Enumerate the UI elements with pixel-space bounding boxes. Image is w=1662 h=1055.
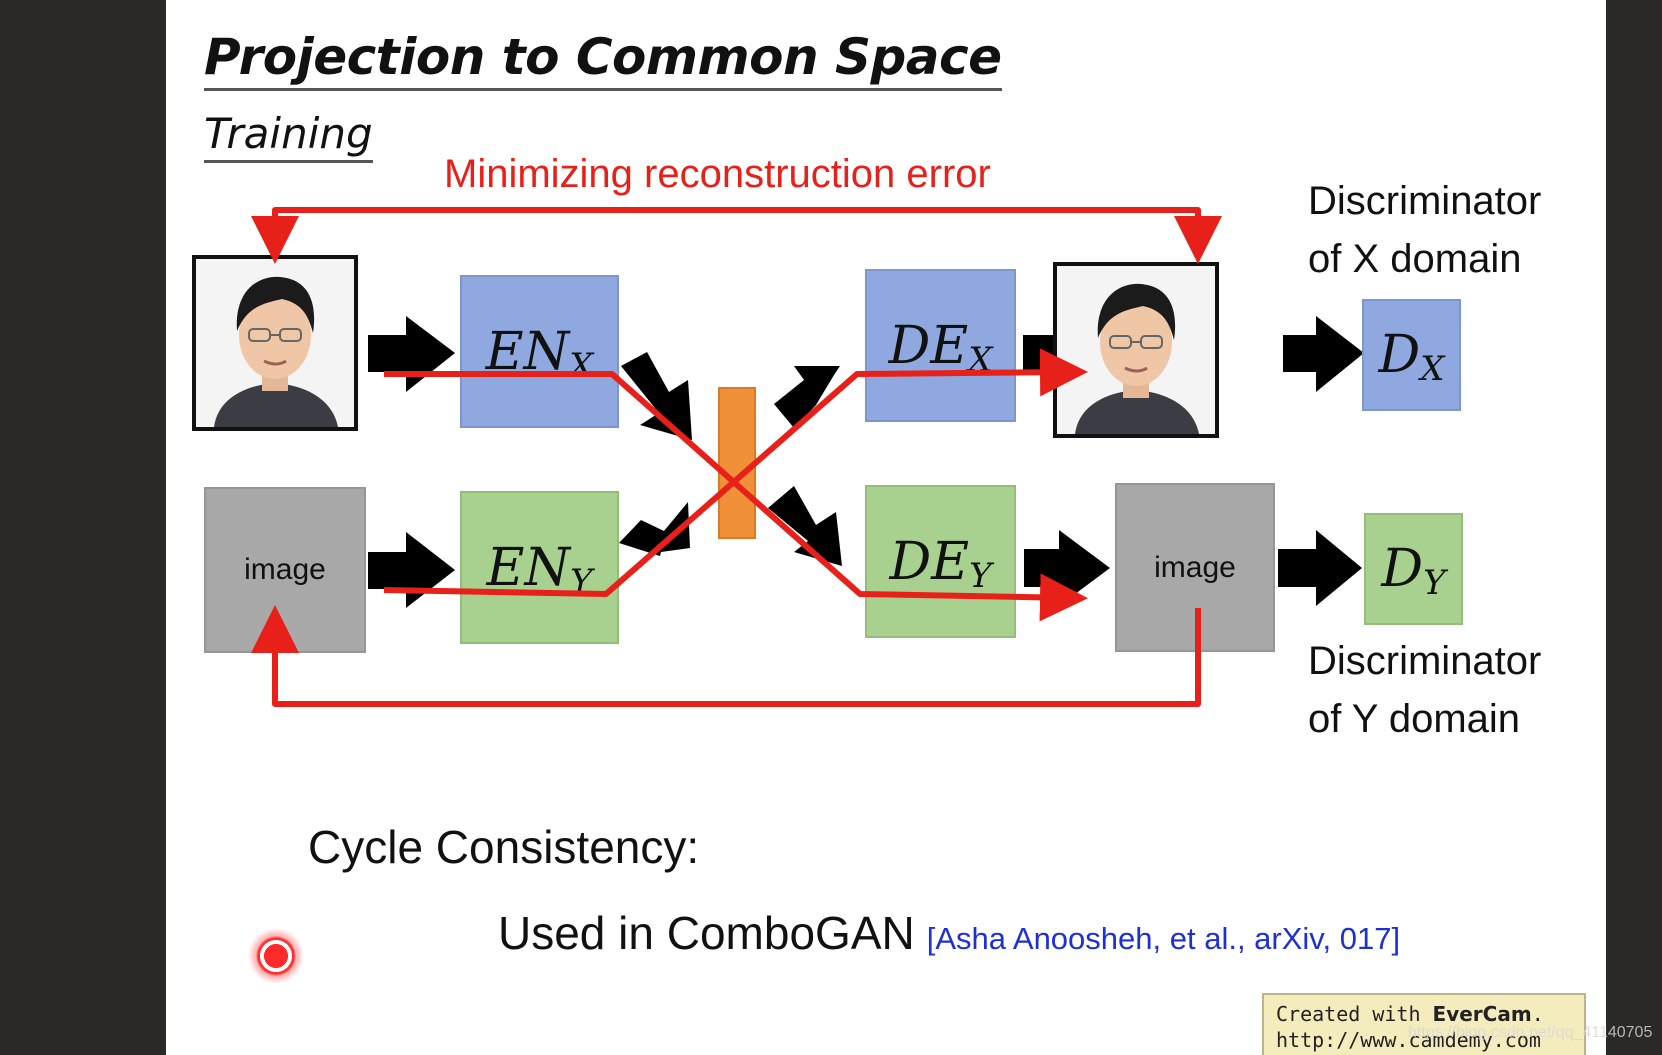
arrow-diag-icon [619,502,690,556]
arrow-diag-icon [768,486,842,566]
encoder-y-label: EN [486,537,570,598]
bottom-feedback-line [251,605,1201,707]
slide: Projection to Common Space Training Mini… [166,0,1606,1055]
latent-space-bar [718,387,756,539]
discriminator-y-sub: Y [1423,563,1446,603]
decoder-y-label: DE [889,531,970,592]
watermark: https://blog.csdn.net/qq_41140705 [1408,1024,1653,1041]
used-in-text: Used in ComboGAN [Asha Anoosheh, et al., … [498,906,1400,960]
disc-x-label-line1: Discriminator [1308,179,1542,223]
badge-brand: EverCam [1432,1002,1532,1026]
laser-pointer-icon [248,928,304,984]
disc-x-label-line2: of X domain [1308,237,1522,281]
citation[interactable]: [Asha Anoosheh, et al., arXiv, 017] [926,921,1401,956]
input-face-photo [192,255,358,431]
discriminator-x-sub: X [1420,349,1445,389]
evercam-badge: Created with EverCam. http://www.camdemy… [1262,993,1586,1055]
disc-y-label-line1: Discriminator [1308,639,1542,683]
badge-line1: Created with EverCam. [1276,1001,1572,1027]
discriminator-y-label: D [1381,539,1424,599]
disc-y-label-line2: of Y domain [1308,697,1521,741]
badge-url[interactable]: http://www.camdemy.com [1276,1028,1541,1052]
arrow-right-icon [1278,530,1362,606]
arrow-right-icon [368,316,455,392]
subtitle: Training [204,108,373,163]
disc-x-label: Discriminator of X domain [1308,172,1541,288]
reconstruction-paths [251,207,1222,707]
badge-prefix: Created with [1276,1002,1433,1026]
top-feedback-line [272,207,1222,264]
disc-y-label: Discriminator of Y domain [1308,632,1541,748]
decoder-y-sub: Y [969,555,992,596]
arrow-diag-icon [774,366,840,428]
decoder-x-label: DE [888,315,969,376]
arrow-right-icon [1283,316,1364,392]
discriminator-x-label: D [1378,325,1421,385]
face-photo-icon [196,259,354,427]
badge-suffix: . [1531,1002,1544,1026]
used-in-label: Used in ComboGAN [498,907,915,959]
path-y-to-x [383,348,1088,597]
reconstruction-annotation: Minimizing reconstruction error [444,152,991,196]
page-title: Projection to Common Space [204,28,1002,91]
arrow-diag-icon [621,352,692,440]
encoder-x-sub: X [569,345,594,386]
cycle-consistency-text: Cycle Consistency: [308,821,700,873]
